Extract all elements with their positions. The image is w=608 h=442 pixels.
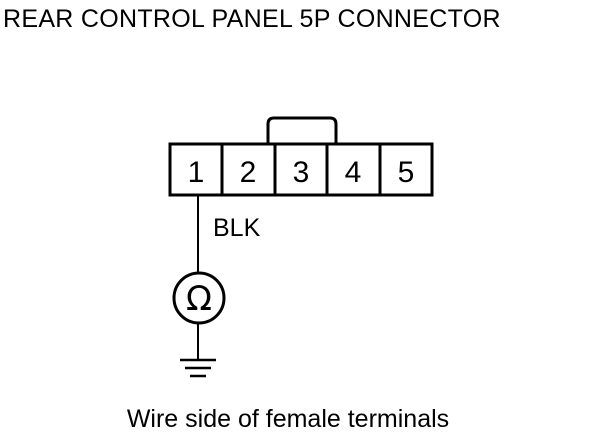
pin-3-label: 3 [293, 156, 310, 189]
diagram-caption: Wire side of female terminals [126, 405, 450, 433]
pin-5-label: 5 [398, 156, 415, 189]
ohmmeter-icon: Ω [172, 271, 226, 325]
connector-lock-tab [266, 116, 338, 144]
ohm-symbol: Ω [186, 279, 212, 319]
pin-4-label: 4 [345, 156, 362, 189]
diagram-title: REAR CONTROL PANEL 5P CONNECTOR [3, 5, 501, 33]
ground-icon [180, 358, 216, 378]
connector-body [168, 142, 434, 197]
wire-color-label: BLK [213, 214, 261, 242]
pin-2-label: 2 [240, 156, 257, 189]
pin-1-label: 1 [188, 156, 205, 189]
